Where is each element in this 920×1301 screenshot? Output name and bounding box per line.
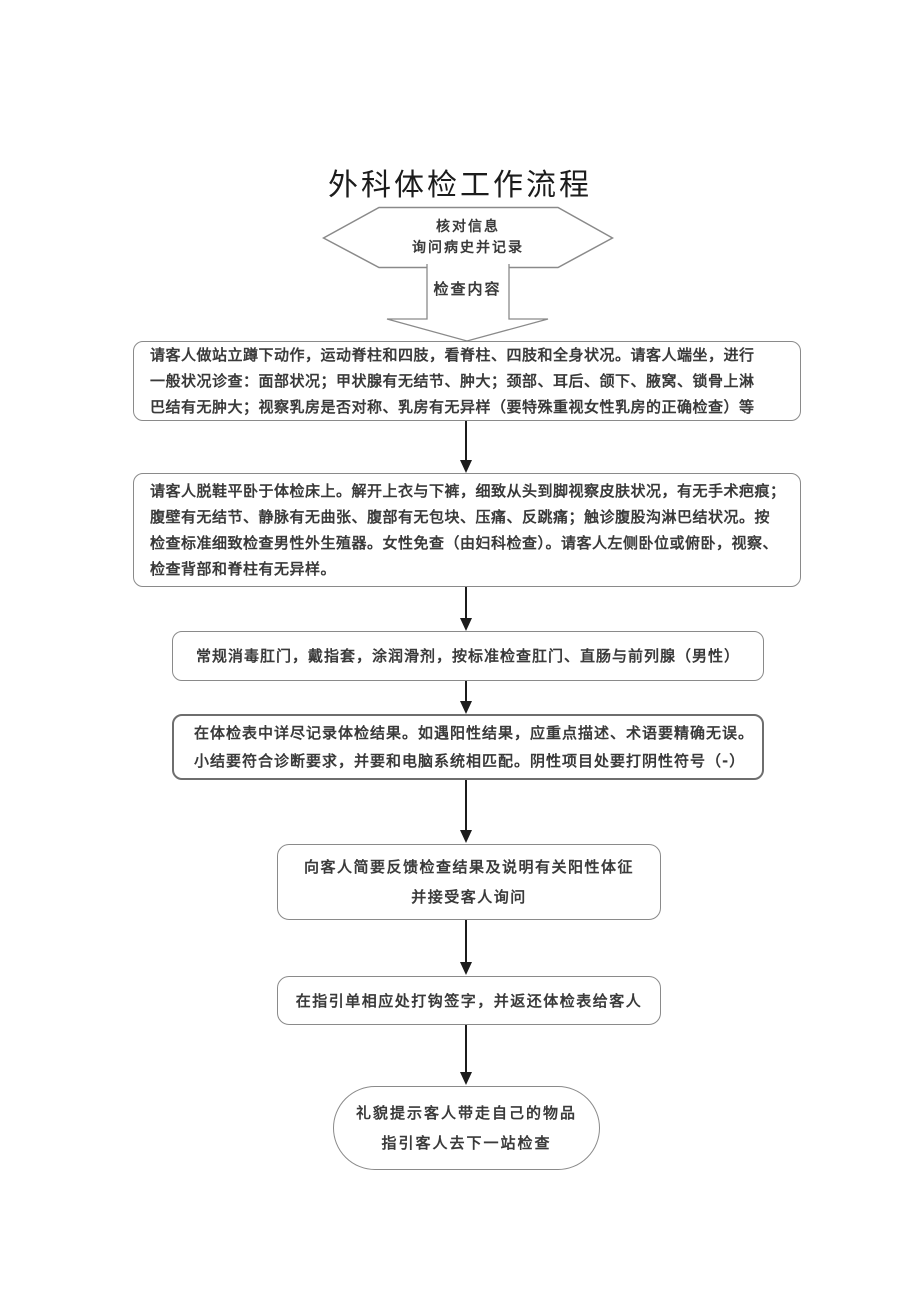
hexagon-line-2: 询问病史并记录: [412, 239, 524, 256]
arrowhead-2-icon: [460, 618, 472, 631]
content-arrow-label: 检查内容: [433, 280, 502, 298]
step3-line-1: 常规消毒肛门，戴指套，涂润滑剂，按标准检查肛门、直肠与前列腺（男性）: [195, 647, 740, 665]
step2-line-3: 检查标准细致检查男性外生殖器。女性免查（由妇科检查）。请客人左侧卧位或俯卧，视察…: [150, 534, 779, 552]
step-box-2: 请客人脱鞋平卧于体检床上。解开上衣与下裤，细致从头到脚视察皮肤状况，有无手术疤痕…: [133, 473, 801, 587]
hexagon-shape: [322, 206, 614, 269]
step-box-1: 请客人做站立蹲下动作，运动脊柱和四肢，看脊柱、四肢和全身状况。请客人端坐，进行 …: [133, 341, 801, 421]
arrowhead-5-icon: [460, 962, 472, 975]
step5-line-2: 并接受客人询问: [411, 888, 527, 906]
connector-3: [465, 681, 467, 702]
hexagon-line-1: 核对信息: [436, 218, 500, 235]
step6-line-1: 在指引单相应处打钩签字，并返还体检表给客人: [295, 991, 643, 1010]
connector-4: [465, 780, 467, 831]
step1-line-3: 巴结有无肿大；视察乳房是否对称、乳房有无异样（要特殊重视女性乳房的正确检查）等: [150, 398, 755, 416]
end-terminator: 礼貌提示客人带走自己的物品 指引客人去下一站检查: [333, 1086, 600, 1170]
connector-1: [465, 421, 467, 465]
terminator-line-1: 礼貌提示客人带走自己的物品: [355, 1104, 577, 1122]
connector-2: [465, 587, 467, 619]
arrowhead-1-icon: [460, 460, 472, 473]
step1-line-2: 一般状况诊查：面部状况；甲状腺有无结节、肿大；颈部、耳后、颌下、腋窝、锁骨上淋: [150, 372, 755, 390]
step-box-4: 在体检表中详尽记录体检结果。如遇阳性结果，应重点描述、术语要精确无误。 小结要符…: [172, 714, 764, 780]
step1-line-1: 请客人做站立蹲下动作，运动脊柱和四肢，看脊柱、四肢和全身状况。请客人端坐，进行: [150, 346, 755, 364]
terminator-line-2: 指引客人去下一站检查: [381, 1134, 552, 1152]
page-title: 外科体检工作流程: [328, 168, 592, 203]
step2-line-4: 检查背部和脊柱有无异样。: [150, 560, 337, 578]
step5-line-1: 向客人简要反馈检查结果及说明有关阳性体征: [303, 858, 634, 876]
step-box-3: 常规消毒肛门，戴指套，涂润滑剂，按标准检查肛门、直肠与前列腺（男性）: [172, 631, 764, 681]
content-block-arrow: 检查内容: [385, 264, 550, 342]
step-box-6: 在指引单相应处打钩签字，并返还体检表给客人: [277, 976, 661, 1025]
arrowhead-3-icon: [460, 701, 472, 714]
connector-6: [465, 1025, 467, 1073]
start-hexagon: 核对信息 询问病史并记录: [322, 206, 614, 269]
block-down-arrow-icon: [386, 264, 549, 342]
connector-5: [465, 920, 467, 963]
step2-line-1: 请客人脱鞋平卧于体检床上。解开上衣与下裤，细致从头到脚视察皮肤状况，有无手术疤痕…: [150, 482, 786, 500]
step2-line-2: 腹壁有无结节、静脉有无曲张、腹部有无包块、压痛、反跳痛；触诊腹股沟淋巴结状况。按: [150, 508, 771, 526]
step-box-5: 向客人简要反馈检查结果及说明有关阳性体征 并接受客人询问: [277, 844, 661, 920]
step4-line-2: 小结要符合诊断要求，并要和电脑系统相匹配。阴性项目处要打阴性符号（-）: [194, 752, 746, 770]
arrowhead-4-icon: [460, 830, 472, 843]
step4-line-1: 在体检表中详尽记录体检结果。如遇阳性结果，应重点描述、术语要精确无误。: [194, 724, 755, 742]
arrowhead-6-icon: [460, 1072, 472, 1085]
